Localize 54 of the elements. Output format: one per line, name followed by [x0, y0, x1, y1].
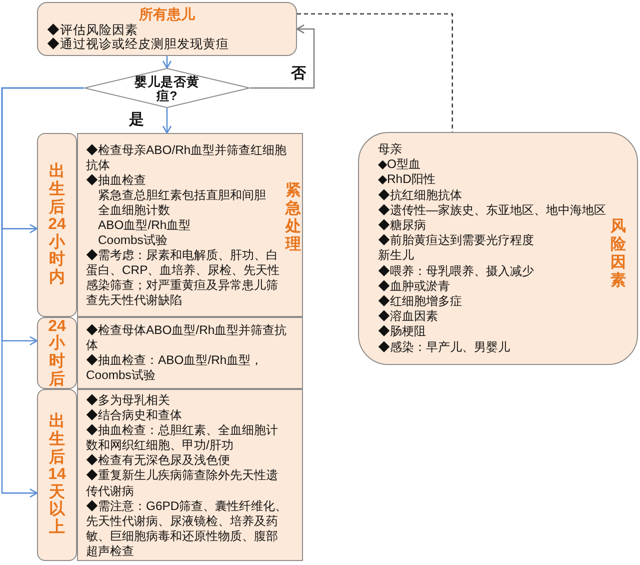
- bullet-item: ◆抽血检查: [86, 173, 146, 188]
- bullet-item: ◆红细胞增多症: [378, 294, 462, 310]
- vertical-label: 24小时后: [47, 318, 67, 388]
- list-heading: 母亲: [378, 142, 402, 158]
- list-item: 紧急查总胆红素包括直胆和间胆: [98, 188, 266, 203]
- vertical-label: 出生后24小时内: [47, 163, 67, 287]
- bullet-item: ◆RhD阳性: [378, 172, 436, 188]
- bullet-item: ◆溶血因素: [378, 309, 438, 324]
- start-box: [37, 2, 297, 56]
- box-heading: 所有患儿: [139, 6, 195, 22]
- bullet-item: ◆需考虑：尿素和电解质、肝功、白蛋白、CRP、血培养、尿检、先天性感染筛查；对严重黄疸及异常患儿筛查先天性代谢缺陷: [86, 248, 281, 308]
- bullet-item: ◆抽血检查：ABO血型/Rh血型，Coombs试验: [86, 353, 264, 383]
- bullet-item: ◆需注意：G6PD筛查、囊性纤维化、先天性代谢病、尿液镜检、培养及药敏、巨细胞病毒和还原性物质、腹部超声检查: [86, 498, 288, 560]
- bullet-item: ◆通过视诊或经皮测胆发现黄疸: [47, 37, 229, 51]
- bullet-item: ◆结合病史和查体: [86, 408, 182, 424]
- vertical-label: 出生后14天以上: [47, 413, 67, 537]
- arrow: [162, 108, 172, 134]
- question-text: 婴儿是否黄疸?: [133, 74, 200, 102]
- content-box: [77, 389, 303, 561]
- edge-label: 否: [290, 65, 307, 82]
- connector-line: [297, 13, 453, 132]
- bullet-item: ◆肠梗阻: [378, 324, 426, 340]
- arrow: [1, 87, 84, 498]
- bullet-item: ◆血肿或淤青: [378, 278, 450, 294]
- bullet-item: ◆重复新生儿疾病筛查除外先天性遗传代谢病: [86, 468, 279, 499]
- bullet-item: ◆多为母乳相关: [86, 393, 170, 408]
- bullet-item: ◆前胎黄疸达到需要光疗程度: [378, 233, 534, 248]
- side-title: 紧急处理: [285, 182, 302, 254]
- content-box: [77, 133, 303, 317]
- bullet-item: ◆遗传性—家族史、东亚地区、地中海地区: [378, 202, 606, 218]
- list-item: Coombs试验: [98, 233, 168, 248]
- period-box: [37, 317, 77, 389]
- bullet-item: ◆检查母体ABO血型/Rh血型并筛查抗体: [86, 323, 288, 353]
- list-item: ABO血型/Rh血型: [98, 218, 191, 233]
- arrow: [250, 24, 315, 89]
- bullet-item: ◆喂养：母乳喂养、摄入减少: [378, 264, 534, 279]
- bullet-item: ◆感染：早产儿、男婴儿: [378, 340, 510, 355]
- list-heading: 新生儿: [378, 248, 414, 264]
- arrow: [162, 56, 172, 69]
- bullet-item: ◆检查母亲ABO/Rh血型并筛查红细胞抗体: [86, 143, 288, 173]
- decision-diamond: [84, 68, 250, 108]
- bullet-item: ◆O型血: [378, 157, 420, 172]
- bullet-item: ◆检查有无深色尿及浅色便: [86, 453, 230, 468]
- bullet-item: ◆抽血检查：总胆红素、全血细胞计数和网织红细胞、甲功/肝功: [86, 423, 279, 454]
- content-box: [77, 317, 303, 389]
- bullet-item: ◆抗红细胞抗体: [378, 188, 462, 203]
- period-box: [37, 133, 77, 317]
- side-title: 风险因素: [610, 218, 627, 290]
- period-box: [37, 389, 77, 561]
- info-box: [358, 132, 638, 365]
- edge-label: 是: [128, 111, 145, 128]
- list-item: 全血细胞计数: [98, 203, 170, 218]
- bullet-item: ◆评估风险因素: [47, 23, 138, 37]
- bullet-item: ◆糖尿病: [378, 218, 426, 234]
